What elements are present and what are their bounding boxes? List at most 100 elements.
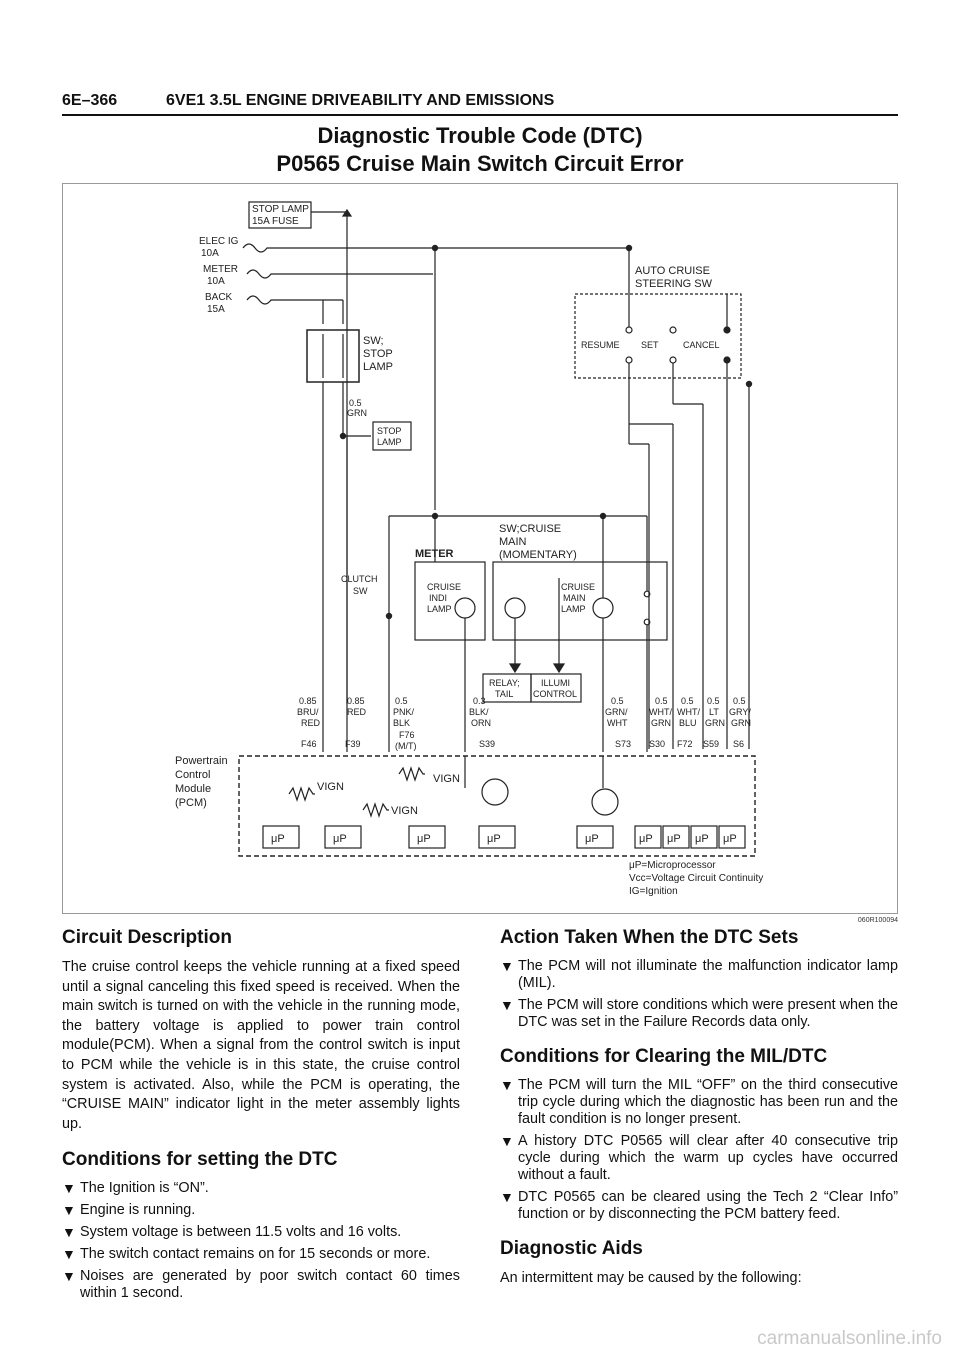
wire-7-2: LT: [709, 707, 719, 717]
action-taken-list: ▼The PCM will not illuminate the malfunc…: [500, 958, 898, 1031]
wire-2-note: (M/T): [395, 741, 417, 751]
circuit-description-heading: Circuit Description: [62, 927, 232, 948]
back-feed: [246, 295, 343, 305]
page-title-line2: P0565 Cruise Main Switch Circuit Error: [276, 151, 684, 176]
wiring-diagram: STOP LAMP 15A FUSE ELEC IG 10A METER 10A…: [62, 183, 898, 914]
clutch-sw-1: CLUTCH: [341, 574, 378, 584]
bullet-icon: ▼: [62, 1180, 76, 1197]
cruise-main-sw-3: (MOMENTARY): [499, 549, 577, 561]
up-label: μP: [585, 833, 599, 845]
arrow-head: [508, 663, 522, 674]
transistor: [481, 778, 509, 806]
wire-1-pin: F39: [345, 739, 361, 749]
action-taken-heading: Action Taken When the DTC Sets: [500, 927, 799, 948]
switch-set: SET: [641, 340, 659, 350]
stop-wire-1: 0.5: [349, 398, 362, 408]
pcm-box: [238, 755, 756, 857]
pcm-2: Control: [175, 769, 210, 781]
bullet-icon: ▼: [500, 1189, 514, 1205]
stop-lamp-sw-2: STOP: [363, 348, 393, 360]
main-lamp-1: CRUISE: [561, 582, 595, 592]
elec-ig-feed: [242, 243, 629, 253]
indi-lamp-2: INDI: [429, 593, 447, 603]
diagram-legend: μP=Microprocessor Vcc=Voltage Circuit Co…: [629, 860, 763, 897]
conditions-setting-list: ▼The Ignition is “ON”. ▼Engine is runnin…: [62, 1180, 460, 1302]
bullet-icon: ▼: [500, 1133, 514, 1149]
switch-contact: [643, 618, 651, 626]
relay-tail-2: TAIL: [495, 689, 513, 699]
switch-contact: [625, 326, 633, 334]
up-box: [478, 825, 516, 849]
stop-lamp-sw-1: SW;: [363, 335, 384, 347]
wire-7-pin: S59: [703, 739, 719, 749]
meter-label: METER: [415, 548, 454, 560]
auto-cruise-1: AUTO CRUISE: [635, 265, 710, 277]
up-label: μP: [667, 833, 681, 845]
cruise-main-sw-1: SW;CRUISE: [499, 523, 561, 535]
up-boxes: [262, 825, 746, 849]
fuse-elec-ig-2: 10A: [201, 248, 219, 259]
fuse-elec-ig-1: ELEC IG: [199, 236, 239, 247]
cruise-lamp-symbol: [504, 597, 526, 619]
wire-2-1: 0.5: [395, 696, 408, 706]
page-number: 6E–366: [62, 92, 118, 109]
up-box: [262, 825, 300, 849]
illumi-1: ILLUMI: [541, 678, 570, 688]
diagnostic-aids-heading: Diagnostic Aids: [500, 1238, 643, 1259]
vign-label: VIGN: [391, 805, 418, 817]
wire-3-pin: S39: [479, 739, 495, 749]
wire-5-2: WHT/: [649, 707, 672, 717]
up-label: μP: [271, 833, 285, 845]
wire-0-1: 0.85: [299, 696, 317, 706]
up-label: μP: [639, 833, 653, 845]
wire-1-1: 0.85: [347, 696, 365, 706]
auto-cruise-2: STEERING SW: [635, 278, 713, 290]
pcm-4: (PCM): [175, 797, 207, 809]
list-item: ▼The switch contact remains on for 15 se…: [62, 1246, 431, 1263]
bullet-icon: ▼: [62, 1246, 76, 1263]
up-box: [324, 825, 362, 849]
wire-3-1: 0.3: [473, 696, 486, 706]
list-item: ▼The PCM will store conditions which wer…: [500, 997, 898, 1030]
fuse-back-1: BACK: [205, 292, 233, 303]
fuse-meter-1: METER: [203, 264, 238, 275]
stop-lamp-feed-wire: [311, 211, 348, 704]
wire-8-2: GRY/: [729, 707, 751, 717]
main-lamp-symbol: [592, 597, 614, 619]
bullet-icon: ▼: [500, 1077, 514, 1093]
vign-label: VIGN: [317, 781, 344, 793]
wire-8-1: 0.5: [733, 696, 746, 706]
up-label: μP: [417, 833, 431, 845]
clutch-sw-2: SW: [353, 586, 368, 596]
main-lamp-2: MAIN: [563, 593, 586, 603]
wire-1-2: RED: [347, 707, 367, 717]
up-label: μP: [333, 833, 347, 845]
up-box: [662, 825, 690, 849]
wire-4-3: WHT: [607, 718, 628, 728]
fuse-back-2: 15A: [207, 304, 225, 315]
list-item: ▼The PCM will not illuminate the malfunc…: [500, 958, 898, 991]
switch-resume: RESUME: [581, 340, 620, 350]
wire-2-2: PNK/: [393, 707, 415, 717]
wire-2-3: BLK: [393, 718, 410, 728]
switch-contact: [723, 356, 731, 364]
wire-2-pin: F76: [399, 730, 415, 740]
indi-lamp-1: CRUISE: [427, 582, 461, 592]
list-item: ▼Noises are generated by poor switch con…: [62, 1268, 460, 1302]
wire-5-1: 0.5: [655, 696, 668, 706]
transistor: [591, 788, 619, 816]
wire-4-pin: S73: [615, 739, 631, 749]
up-box: [690, 825, 718, 849]
legend-up: μP=Microprocessor: [629, 860, 716, 871]
pcm-1: Powertrain: [175, 755, 228, 767]
conditions-clearing-list: ▼The PCM will turn the MIL “OFF” on the …: [500, 1077, 898, 1223]
indi-lamp-3: LAMP: [427, 604, 452, 614]
switch-contact: [669, 326, 677, 334]
illumi-2: CONTROL: [533, 689, 577, 699]
list-item: ▼A history DTC P0565 will clear after 40…: [500, 1133, 898, 1183]
watermark: carmanualsonline.info: [757, 1328, 942, 1349]
pcm-label: Powertrain Control Module (PCM): [175, 755, 228, 809]
illumi-box: [530, 673, 582, 703]
pcm-3: Module: [175, 783, 211, 795]
wire-3-2: BLK/: [469, 707, 489, 717]
